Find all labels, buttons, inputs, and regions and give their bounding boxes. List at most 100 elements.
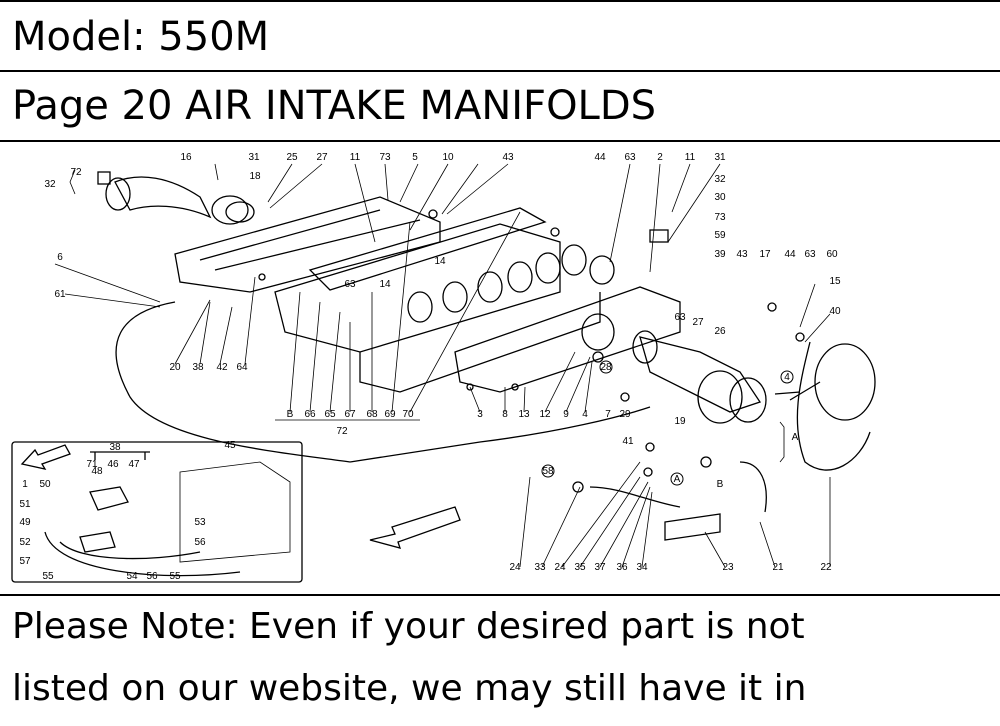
part-label-24: 24 xyxy=(509,562,521,573)
part-label-61: 61 xyxy=(54,289,66,300)
part-label-40: 40 xyxy=(829,306,841,317)
note-section: Please Note: Even if your desired part i… xyxy=(0,594,1000,726)
part-label-25: 25 xyxy=(286,152,298,163)
vacuum-booster xyxy=(814,343,876,421)
part-label-4: 4 xyxy=(582,409,588,420)
part-label-4: 4 xyxy=(784,372,790,383)
part-label-14: 14 xyxy=(379,279,391,290)
lower-hose-21 xyxy=(664,513,721,541)
part-label-30: 30 xyxy=(714,192,726,203)
part-label-11: 11 xyxy=(685,152,696,163)
part-label-24: 24 xyxy=(554,562,566,573)
part-label-65: 65 xyxy=(324,409,336,420)
vacuum-hose-62 xyxy=(796,341,871,471)
part-label-44: 44 xyxy=(784,249,796,260)
small-hardware xyxy=(97,171,805,493)
part-label-67: 67 xyxy=(344,409,356,420)
part-label-32: 32 xyxy=(714,174,726,185)
part-label-42: 42 xyxy=(216,362,228,373)
middle-manifold xyxy=(274,223,561,353)
rear-manifold-plate xyxy=(174,196,441,293)
part-label-37: 37 xyxy=(594,562,606,573)
part-label-58: 58 xyxy=(542,466,554,477)
part-label-16: 16 xyxy=(180,152,192,163)
part-label-59: 59 xyxy=(714,230,726,241)
part-label-11: 11 xyxy=(350,152,361,163)
part-label-68: 68 xyxy=(366,409,378,420)
part-label-48: 48 xyxy=(91,466,103,477)
part-label-63: 63 xyxy=(804,249,816,260)
part-label-56: 56 xyxy=(146,571,158,582)
direction-arrow-lower xyxy=(369,506,461,549)
part-label-47: 47 xyxy=(128,459,140,470)
intake-runners xyxy=(407,244,615,323)
part-label-43: 43 xyxy=(502,152,514,163)
part-label-44: 44 xyxy=(594,152,606,163)
page-header: Page 20 AIR INTAKE MANIFOLDS xyxy=(0,72,1000,142)
part-label-8: 8 xyxy=(502,409,508,420)
part-label-34: 34 xyxy=(636,562,648,573)
part-label-20: 20 xyxy=(169,362,181,373)
part-label-5: 5 xyxy=(412,152,418,163)
part-label-50: 50 xyxy=(39,479,51,490)
part-label-27: 27 xyxy=(316,152,328,163)
part-label-72: 72 xyxy=(70,167,82,178)
note-line-1: Please Note: Even if your desired part i… xyxy=(12,606,805,647)
part-label-22: 22 xyxy=(820,562,832,573)
part-label-38: 38 xyxy=(192,362,204,373)
part-label-69: 69 xyxy=(384,409,396,420)
right-throttle-body xyxy=(639,336,762,413)
part-label-26: 26 xyxy=(714,326,726,337)
part-label-66: 66 xyxy=(304,409,316,420)
front-manifold-plate xyxy=(454,286,681,393)
part-label-14: 14 xyxy=(434,256,446,267)
part-label-7: 7 xyxy=(605,409,611,420)
part-label-21: 21 xyxy=(772,562,784,573)
part-label-31: 31 xyxy=(248,152,260,163)
throttle-cable xyxy=(115,301,651,463)
part-label-38: 38 xyxy=(109,442,121,453)
part-label-A: A xyxy=(792,432,799,443)
part-label-9: 9 xyxy=(563,409,569,420)
part-label-71: 71 xyxy=(86,459,98,470)
note-line-2: listed on our website, we may still have… xyxy=(12,668,807,709)
part-label-2: 2 xyxy=(657,152,663,163)
diagram-canvas: 7216312527117351043446321131321832307359… xyxy=(0,134,876,583)
inset-direction-arrow xyxy=(20,444,71,470)
part-label-43: 43 xyxy=(736,249,748,260)
part-label-72: 72 xyxy=(336,426,348,437)
part-label-B: B xyxy=(717,479,724,490)
part-label-17: 17 xyxy=(759,249,771,260)
part-label-A: A xyxy=(674,474,681,485)
part-label-49: 49 xyxy=(19,517,31,528)
part-label-33: 33 xyxy=(534,562,546,573)
part-label-52: 52 xyxy=(19,537,31,548)
part-label-63: 63 xyxy=(344,279,356,290)
inset-detail-frame xyxy=(11,441,303,583)
part-label-55: 55 xyxy=(169,571,181,582)
part-label-13: 13 xyxy=(518,409,530,420)
part-label-64: 64 xyxy=(236,362,248,373)
part-label-12: 12 xyxy=(539,409,551,420)
part-label-63: 63 xyxy=(624,152,636,163)
part-label-53: 53 xyxy=(194,517,206,528)
part-label-1: 1 xyxy=(22,479,28,490)
part-label-28: 28 xyxy=(600,362,612,373)
part-label-29: 29 xyxy=(619,409,631,420)
part-label-45: 45 xyxy=(224,440,236,451)
diagram-drawing xyxy=(11,163,876,583)
part-label-63: 63 xyxy=(674,312,686,323)
part-label-46: 46 xyxy=(107,459,119,470)
page-title: Page 20 AIR INTAKE MANIFOLDS xyxy=(12,83,657,129)
part-label-55: 55 xyxy=(42,571,54,582)
part-label-73: 73 xyxy=(379,152,391,163)
part-label-54: 54 xyxy=(126,571,138,582)
part-label-35: 35 xyxy=(574,562,586,573)
callout-circles xyxy=(541,360,794,486)
part-label-19: 19 xyxy=(674,416,686,427)
part-label-15: 15 xyxy=(829,276,841,287)
part-label-10: 10 xyxy=(442,152,454,163)
